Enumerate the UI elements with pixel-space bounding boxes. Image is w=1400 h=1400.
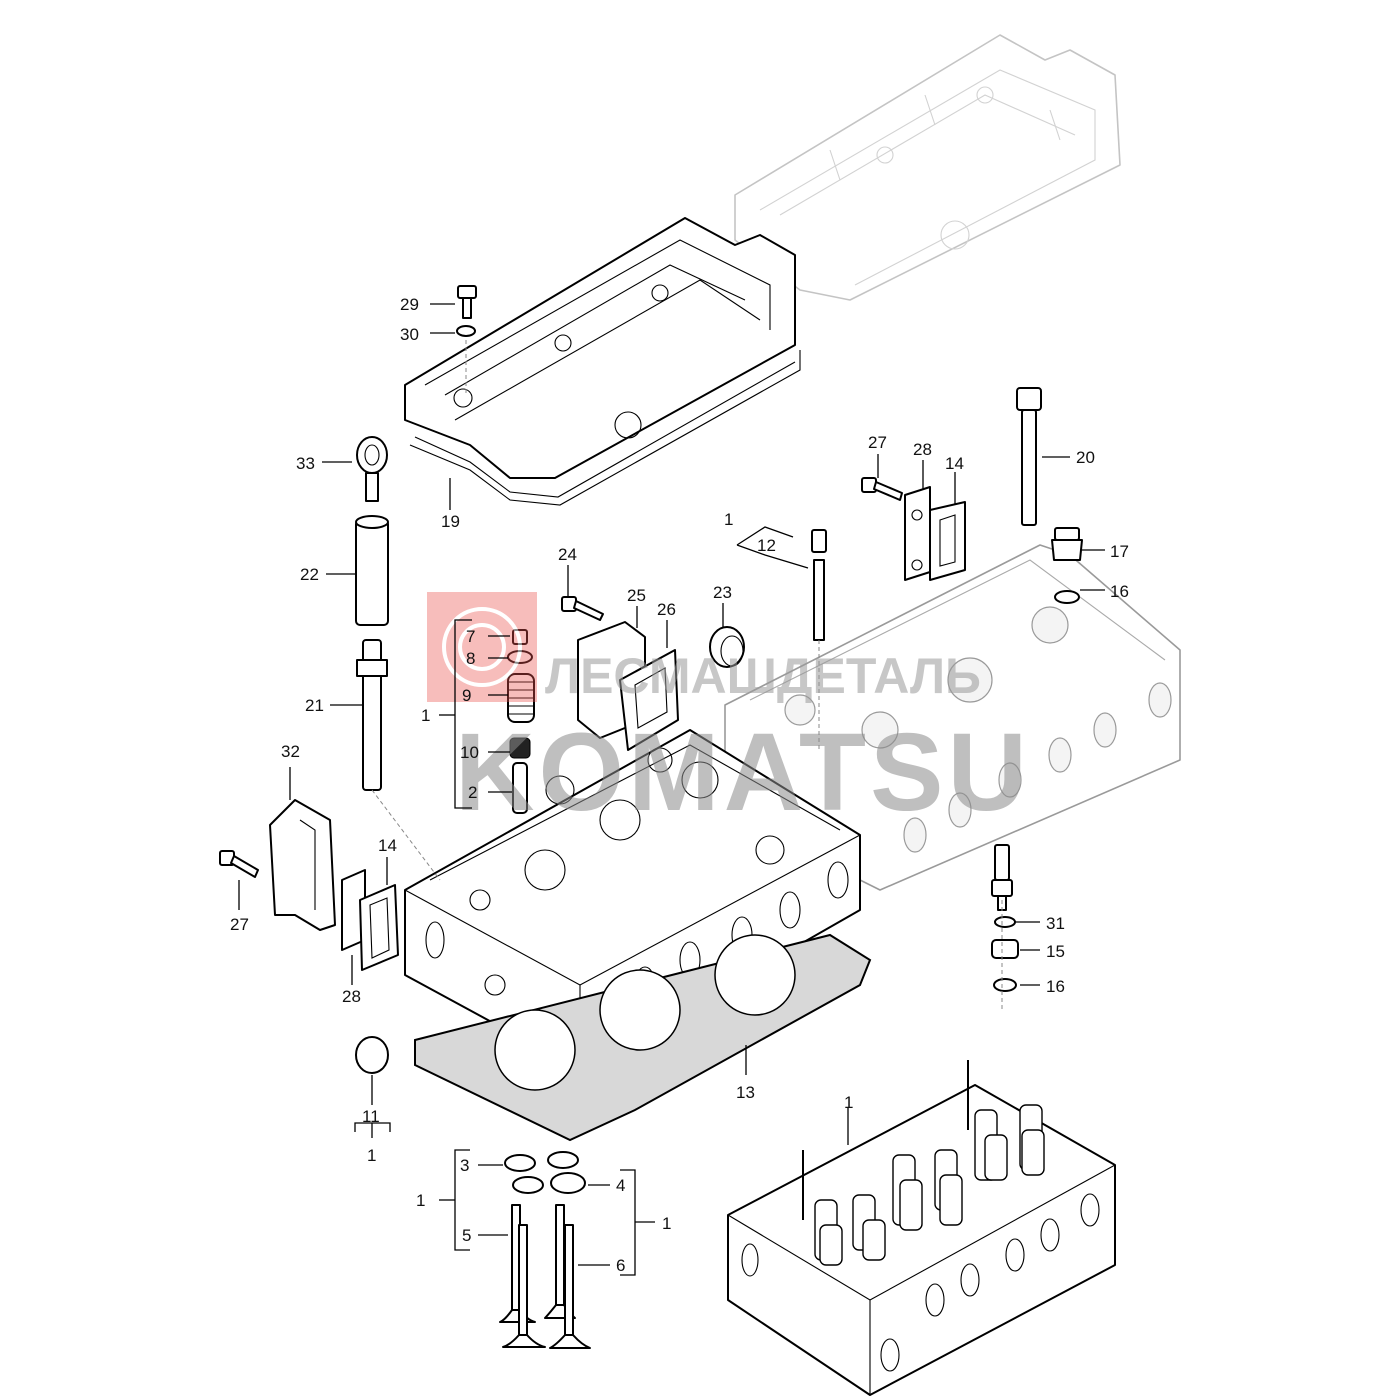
callout-33: 33 bbox=[296, 454, 315, 473]
callout-1-plug: 1 bbox=[367, 1146, 376, 1165]
callout-24: 24 bbox=[558, 545, 577, 564]
valve-seats bbox=[504, 1151, 586, 1194]
flange-bolt bbox=[561, 596, 604, 621]
long-stud bbox=[356, 639, 388, 791]
assembled-cylinder-head bbox=[727, 1060, 1116, 1396]
callout-6: 6 bbox=[616, 1256, 625, 1275]
callout-28-top: 28 bbox=[913, 440, 932, 459]
callout-5: 5 bbox=[462, 1226, 471, 1245]
callout-11: 11 bbox=[362, 1107, 380, 1126]
callout-21: 21 bbox=[305, 696, 324, 715]
callout-26: 26 bbox=[657, 600, 676, 619]
callout-23: 23 bbox=[713, 583, 732, 602]
callout-15: 15 bbox=[1046, 942, 1065, 961]
callout-13: 13 bbox=[736, 1083, 755, 1102]
cylinder-head bbox=[404, 729, 861, 1071]
callout-9: 9 bbox=[462, 686, 471, 705]
callout-17: 17 bbox=[1110, 542, 1129, 561]
callout-28-left: 28 bbox=[342, 987, 361, 1006]
cover-plate-left bbox=[269, 799, 336, 931]
flange-gasket bbox=[619, 649, 679, 751]
temperature-sender bbox=[991, 844, 1013, 911]
callout-16-top: 16 bbox=[1110, 582, 1129, 601]
watermark-brand-latin: KOMATSU bbox=[455, 711, 1031, 834]
callout-27-top: 27 bbox=[868, 433, 887, 452]
callout-1-valves-left: 1 bbox=[416, 1191, 425, 1210]
plug-and-washers bbox=[991, 916, 1019, 992]
callout-10: 10 bbox=[460, 743, 479, 762]
callout-3: 3 bbox=[460, 1156, 469, 1175]
watermark-brand-cyrillic: ЛЕСМАШДЕТАЛЬ bbox=[545, 648, 981, 704]
callout-22: 22 bbox=[300, 565, 319, 584]
callout-19: 19 bbox=[441, 512, 460, 531]
callout-7: 7 bbox=[466, 627, 475, 646]
plate-screw-top bbox=[861, 477, 903, 501]
plate-gasket-top bbox=[929, 501, 966, 581]
cover-bolt bbox=[456, 285, 477, 337]
rear-cylinder-head bbox=[724, 544, 1181, 891]
callout-1-assembly: 1 bbox=[844, 1093, 853, 1112]
callout-1-valves-right: 1 bbox=[662, 1214, 671, 1233]
callout-1-stud: 1 bbox=[724, 510, 733, 529]
watermark: ЛЕСМАШДЕТАЛЬ KOMATSU bbox=[427, 592, 1031, 834]
callout-30: 30 bbox=[400, 325, 419, 344]
stud-with-nut bbox=[811, 529, 827, 641]
callout-1-spring-group: 1 bbox=[421, 706, 430, 725]
valve-cover bbox=[404, 217, 801, 506]
callout-14-left: 14 bbox=[378, 836, 397, 855]
eye-bolt bbox=[356, 436, 388, 502]
callout-25: 25 bbox=[627, 586, 646, 605]
callout-31: 31 bbox=[1046, 914, 1065, 933]
callout-2: 2 bbox=[468, 783, 477, 802]
head-bolt bbox=[1016, 387, 1042, 526]
core-plug-left bbox=[355, 1036, 389, 1074]
plate-gasket-left bbox=[359, 884, 399, 971]
spacer-sleeve bbox=[355, 515, 389, 626]
banjo-fitting bbox=[1051, 527, 1083, 604]
callout-labels: 29 30 19 33 22 21 32 27 14 28 7 8 9 1 10… bbox=[230, 295, 1129, 1275]
callout-8: 8 bbox=[466, 649, 475, 668]
plate-screw-left bbox=[219, 850, 259, 878]
intake-valve bbox=[499, 1204, 546, 1348]
callout-16-bottom: 16 bbox=[1046, 977, 1065, 996]
head-gasket bbox=[414, 933, 872, 1142]
callout-4: 4 bbox=[616, 1176, 625, 1195]
callout-12: 12 bbox=[757, 536, 776, 555]
callout-20: 20 bbox=[1076, 448, 1095, 467]
callout-27-left: 27 bbox=[230, 915, 249, 934]
leader-lines bbox=[238, 303, 1105, 1276]
core-plug bbox=[709, 626, 745, 668]
plate-cover-top bbox=[904, 486, 931, 581]
callout-32: 32 bbox=[281, 742, 300, 761]
callout-14-top: 14 bbox=[945, 454, 964, 473]
callout-29: 29 bbox=[400, 295, 419, 314]
exhaust-valve bbox=[544, 1204, 591, 1349]
